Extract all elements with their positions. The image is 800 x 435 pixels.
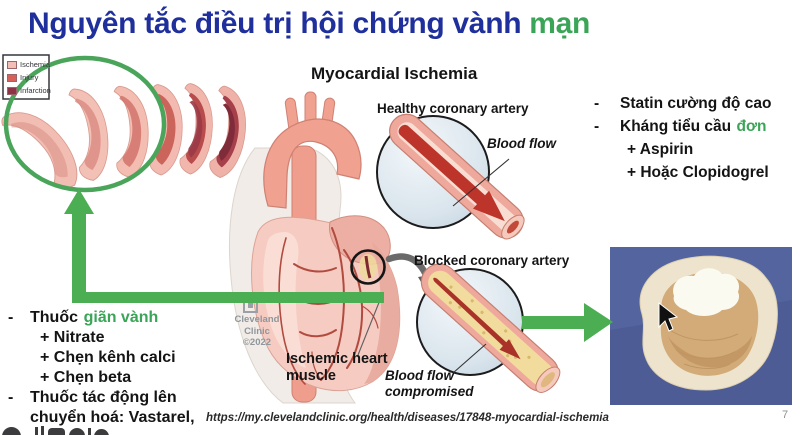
legend-item: Ischemia xyxy=(7,58,51,71)
legend-swatch xyxy=(7,86,17,95)
heart-right-edge xyxy=(364,242,400,384)
page-title-highlight: mạn xyxy=(529,7,591,40)
list-item: + Chẹn kênh calci xyxy=(40,349,176,366)
legend-item: Infarction xyxy=(7,84,51,97)
blood-flow-pointer-line xyxy=(452,158,510,207)
list-item: + Nitrate xyxy=(40,329,105,346)
legend-item: Injury xyxy=(7,71,49,84)
cutoff-icon xyxy=(2,427,21,435)
legend: Ischemia Injury Infarction xyxy=(3,55,51,99)
cutoff-glyph xyxy=(88,428,91,435)
stenosis-mark xyxy=(364,255,372,279)
blood-flow-arrow-icon xyxy=(398,124,505,222)
source-url: https://my.clevelandclinic.org/health/di… xyxy=(206,412,609,424)
cutoff-icon xyxy=(48,428,65,435)
lipid-core xyxy=(673,268,740,316)
healthy-artery-inset xyxy=(376,113,525,240)
aortic-arch xyxy=(263,91,362,209)
list-item: chuyển hoá: Vastarel, xyxy=(30,409,195,426)
cutoff-glyph xyxy=(35,427,38,435)
list-item: - Statin cường độ cao xyxy=(594,95,772,112)
list-item: - Thuốc tác động lên xyxy=(8,389,177,406)
legend-label: Ischemia xyxy=(20,60,51,69)
green-annotations xyxy=(3,55,613,342)
legend-swatch xyxy=(7,60,17,69)
page-number: 7 xyxy=(782,409,789,421)
ischemic-pointer-line xyxy=(357,299,381,356)
healthy-artery-label: Healthy coronary artery xyxy=(377,101,529,116)
ischemic-heart-muscle-label: Ischemic heart muscle xyxy=(286,351,388,384)
stenosis-callout-circle xyxy=(350,249,386,285)
cutoff-icon xyxy=(94,429,109,435)
blocked-artery-label: Blocked coronary artery xyxy=(414,253,570,268)
legend-label: Infarction xyxy=(20,86,51,95)
green-elbow-arrow-icon xyxy=(64,189,384,303)
figure-title: Myocardial Ischemia xyxy=(311,64,478,83)
legend-label: Injury xyxy=(20,73,39,82)
green-circle-annotation xyxy=(3,55,167,193)
compromised-pointer-line xyxy=(452,343,487,374)
plaque-photo xyxy=(610,247,792,405)
narrow-flow-arrow-icon xyxy=(433,277,521,360)
legend-swatch xyxy=(7,73,17,82)
cutoff-glyph xyxy=(41,426,44,435)
list-item: + Aspirin xyxy=(627,141,694,158)
blood-flow-compromised-label: Blood flow compromised xyxy=(385,368,474,399)
page-title-main: Nguyên tắc điều trị hội chứng vành xyxy=(28,7,522,40)
cutoff-icon xyxy=(69,428,85,435)
green-right-arrow-icon xyxy=(522,303,613,342)
list-item: + Hoặc Clopidogrel xyxy=(627,164,769,181)
list-item: + Chẹn beta xyxy=(40,369,132,386)
blocked-artery-inset xyxy=(357,263,561,393)
heart-illustration xyxy=(229,91,437,404)
figure-credit: Cleveland Clinic ©2022 xyxy=(234,314,280,348)
mouse-cursor-icon xyxy=(658,301,679,332)
blood-flow-label: Blood flow xyxy=(487,136,556,151)
